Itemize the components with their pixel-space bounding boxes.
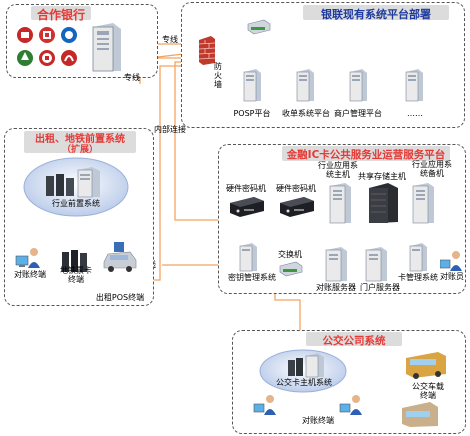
portal-server-icon <box>363 246 389 286</box>
bus-recon-terminal-label: 对账终端 <box>302 416 334 425</box>
hsm1-label: 硬件密码机 <box>226 184 266 193</box>
bus-host-label: 公交卡主机系统 <box>276 378 332 387</box>
unionpay-section <box>181 2 465 128</box>
frontend-title-extension: （扩展） <box>61 145 98 155</box>
unionpay-server-label-2: 商户管理平台 <box>334 109 382 118</box>
app-host-server-icon <box>327 182 353 228</box>
frontend-system-label: 行业前置系统 <box>52 199 100 208</box>
frontend-terminal-label-2: 出租POS终端 <box>95 293 145 302</box>
portal-server-label: 门户服务器 <box>360 283 400 292</box>
dedicated-bank-label: 专线 <box>124 73 140 82</box>
bank-server-icon <box>89 21 123 77</box>
bus-host-server-icon <box>286 352 326 382</box>
recon-server-icon <box>323 246 349 286</box>
recon-staff-person-icon <box>439 250 468 276</box>
frontend-terminal-label-1: 地铁票卡终端 <box>60 266 92 285</box>
bus-title: 公交公司系统 <box>322 335 386 347</box>
unionpay-server-label-3: …… <box>407 109 423 118</box>
hsm2-label: 硬件密码机 <box>276 184 316 193</box>
recon-server-label: 对账服务器 <box>316 283 356 292</box>
frontend-title-bg <box>24 131 136 153</box>
unionpay-server-label-1: 收单系统平台 <box>282 109 330 118</box>
firewall-icon <box>197 34 217 70</box>
hsm1-icon <box>228 195 266 223</box>
shared-storage-icon <box>366 182 400 228</box>
posp-server-icon <box>241 68 263 106</box>
platform-switch-icon <box>278 260 304 282</box>
platform-title: 金融IC卡公共服务业运营服务平台 <box>286 149 446 161</box>
app-host-label: 行业应用系统主机 <box>318 161 358 180</box>
bus-title-bg <box>306 332 402 346</box>
frontend-title: 出租、地铁前置系统 <box>35 134 125 145</box>
abc-icon <box>17 50 33 66</box>
bank-logos <box>15 25 81 71</box>
icbc-icon <box>39 27 55 43</box>
platform-title-bg <box>282 146 450 161</box>
cmb-icon <box>61 50 77 66</box>
unionpay-title: 银联现有系统平台部署 <box>321 8 431 21</box>
bus-onboard-label: 公交车载终端 <box>412 382 444 401</box>
metro-terminal-icon <box>60 248 90 278</box>
frontend-terminal-label-0: 对账终端 <box>14 270 46 279</box>
acquiring-server-icon <box>294 68 316 106</box>
card-mgmt-server-icon <box>407 242 429 276</box>
taxi-pos-icon <box>100 240 140 280</box>
ccb-icon <box>61 27 77 43</box>
app-backup-label: 行业应用系统备机 <box>412 160 452 179</box>
bank-title <box>31 6 91 20</box>
firewall-label: 防火墙 <box>214 62 222 90</box>
switch-label: 交换机 <box>278 250 302 259</box>
recon-staff-label: 对账员 <box>440 272 464 281</box>
bank-section: 合作银行 <box>6 4 158 78</box>
key-mgmt-label: 密钥管理系统 <box>228 273 276 282</box>
other-server-icon <box>403 68 425 106</box>
bank-of-china-icon <box>17 27 33 43</box>
frontend-ellipse <box>22 156 130 222</box>
bus-depot-icon <box>400 398 440 432</box>
internal-connection-label: 内部连接 <box>154 125 186 134</box>
bus-recon-person-right-icon <box>338 394 368 420</box>
boc-round-icon <box>39 50 55 66</box>
unionpay-switch-icon <box>246 18 272 40</box>
app-backup-server-icon <box>410 182 436 228</box>
recon-terminal-person-icon <box>14 246 48 274</box>
unionpay-server-label-0: POSP平台 <box>233 109 271 118</box>
card-mgmt-label: 卡管理系统 <box>398 273 438 282</box>
merchant-server-icon <box>347 68 369 106</box>
bus-onboard-terminal-icon <box>404 350 448 384</box>
storage-label: 共享存储主机 <box>358 172 406 181</box>
key-mgmt-server-icon <box>237 242 259 276</box>
unionpay-title-bg <box>303 5 449 20</box>
bank-title-text: 合作银行 <box>36 8 85 22</box>
hsm2-icon <box>278 195 316 223</box>
dedicated-top-label: 专线 <box>162 35 178 44</box>
frontend-server-cluster-icon <box>44 166 104 202</box>
bus-recon-person-left-icon <box>252 394 282 420</box>
